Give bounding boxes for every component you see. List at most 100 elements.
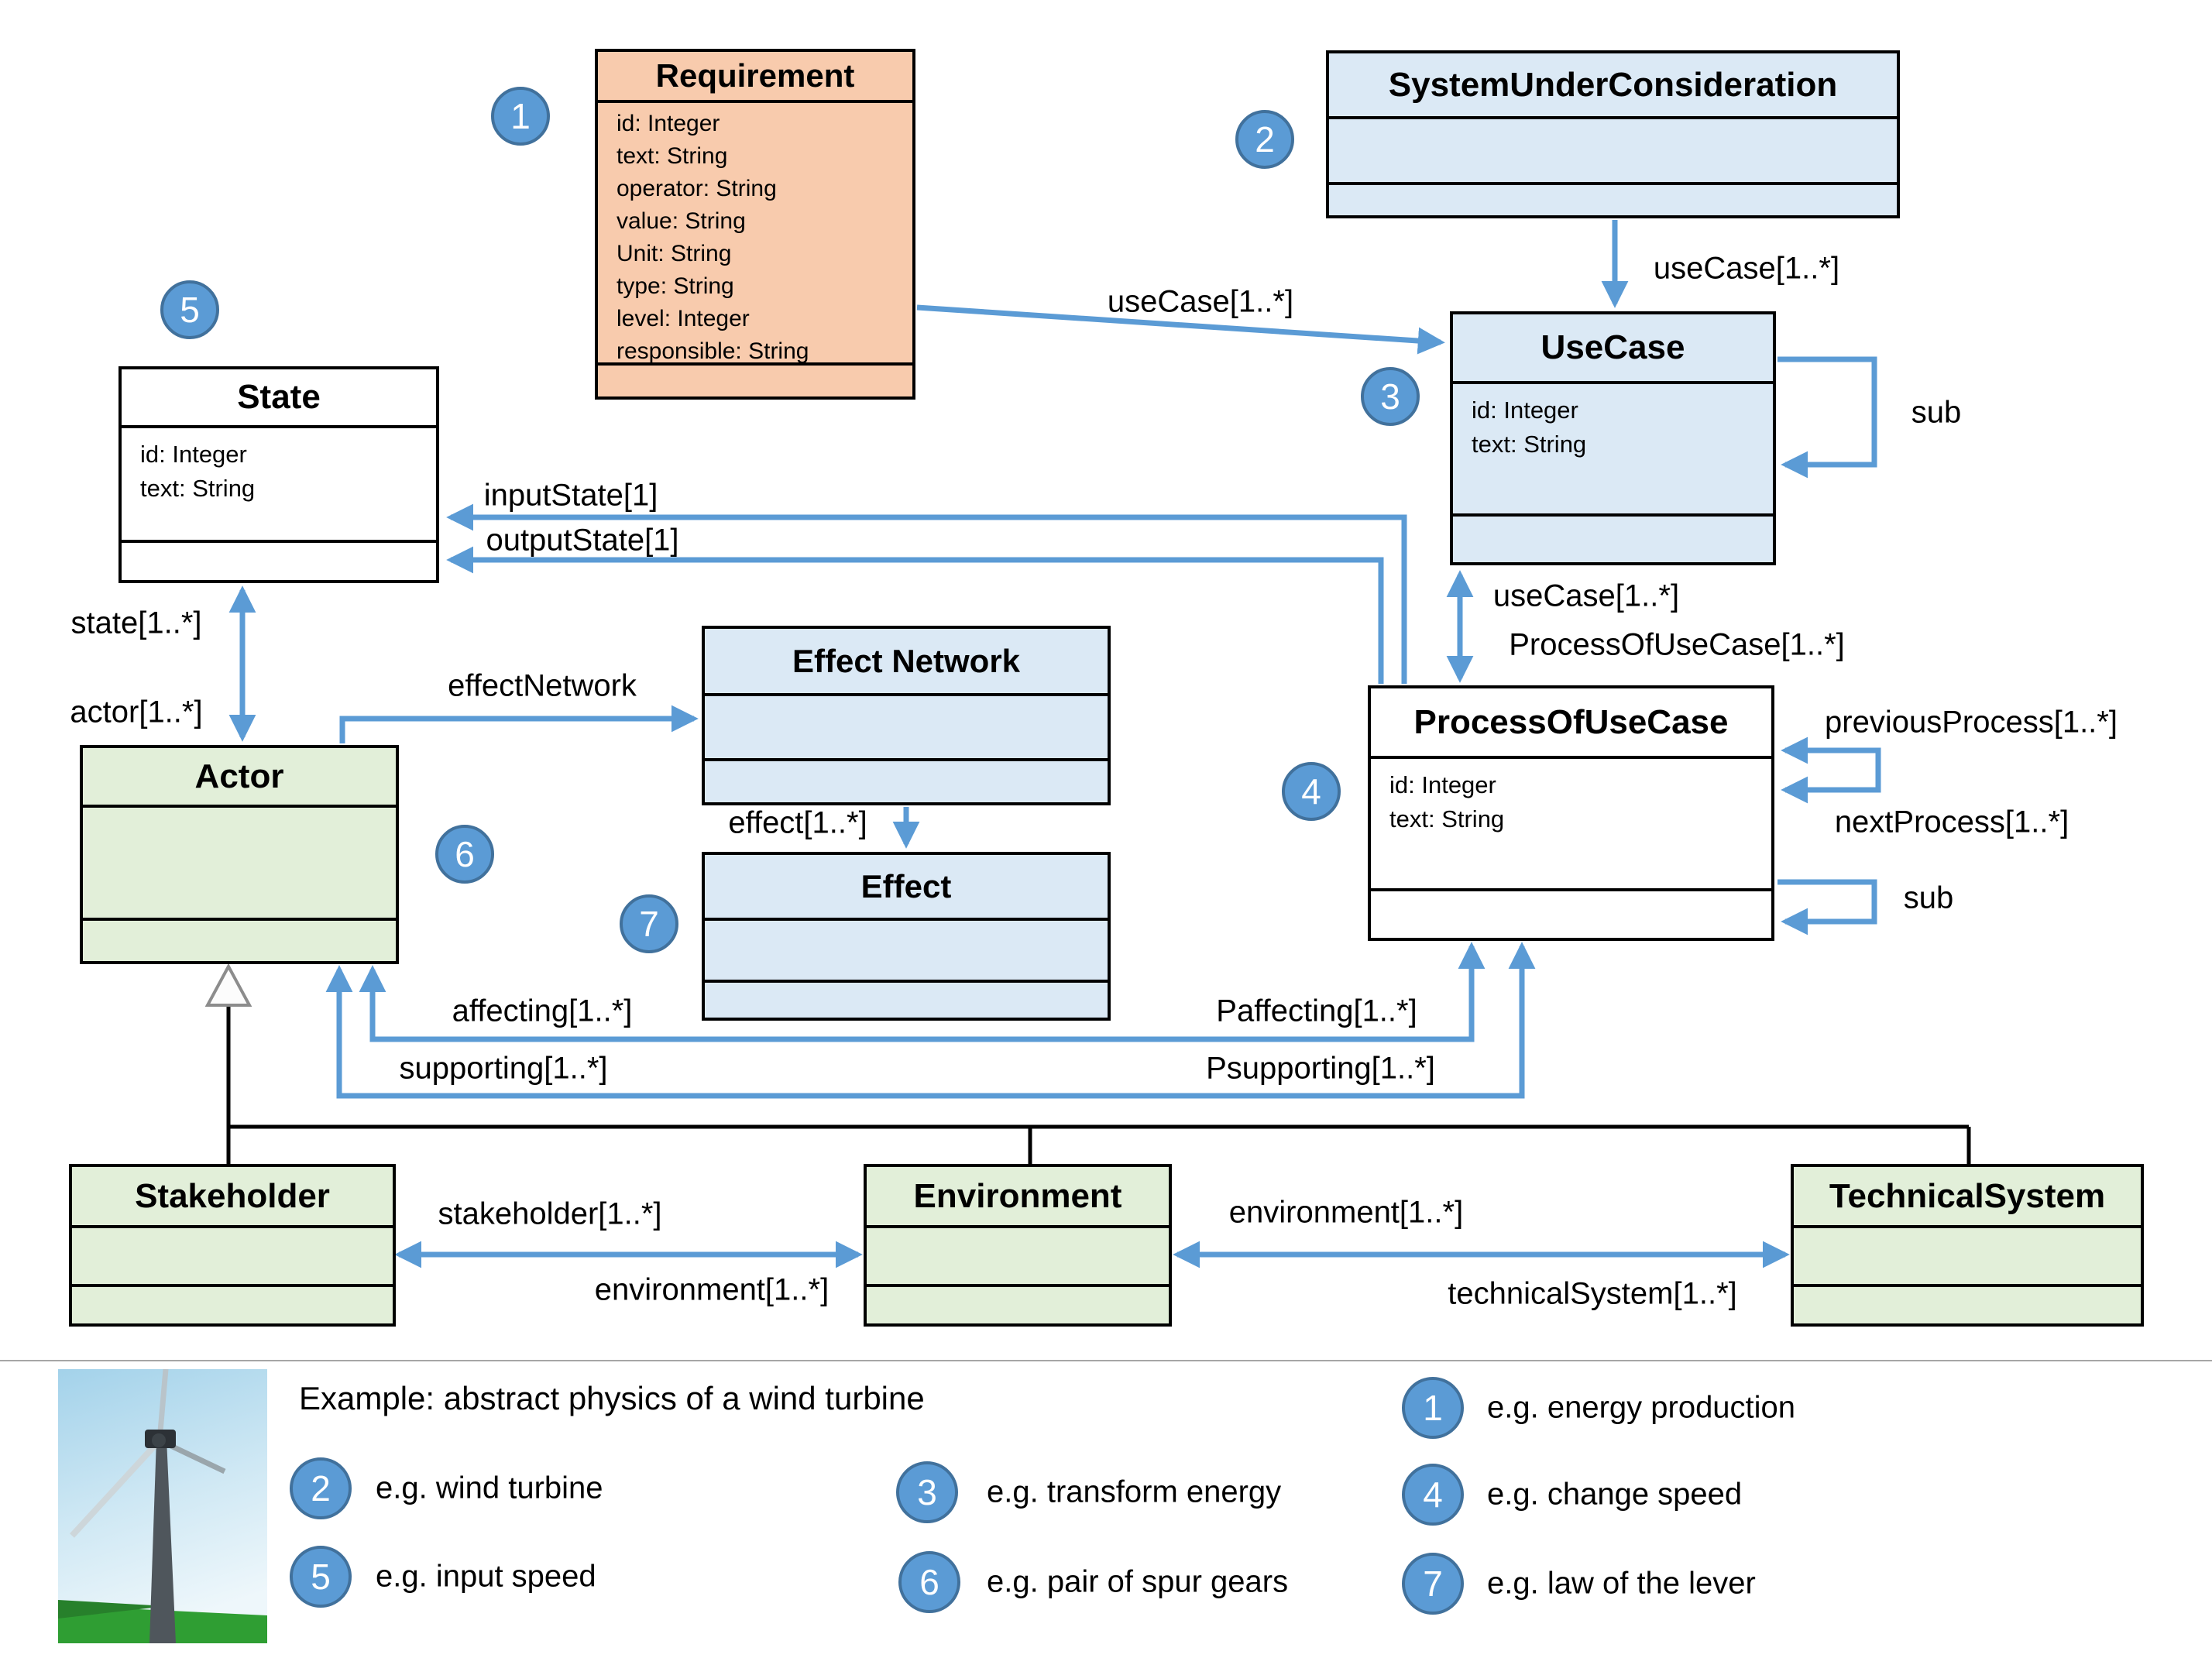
- class-operations: [83, 921, 396, 961]
- legend-title: Example: abstract physics of a wind turb…: [299, 1380, 925, 1416]
- class-title: TechnicalSystem: [1794, 1167, 2141, 1228]
- legend-text-6: e.g. pair of spur gears: [987, 1564, 1289, 1599]
- legend-badge-4: 4: [1402, 1464, 1464, 1526]
- edge-effect-network: [339, 705, 699, 743]
- edge-requirement-usecase: [916, 304, 1445, 355]
- label-p-supporting: Psupporting[1..*]: [1206, 1051, 1435, 1086]
- class-technical-system: TechnicalSystem: [1791, 1164, 2144, 1327]
- class-attributes: [705, 696, 1108, 761]
- class-title: Requirement: [598, 52, 912, 103]
- label-output-state: outputState[1]: [486, 523, 679, 558]
- edge-prev-next-process: [1781, 736, 1881, 804]
- class-attributes: [72, 1228, 393, 1287]
- attribute: id: Integer: [1389, 771, 1496, 798]
- class-title: Effect Network: [705, 629, 1108, 696]
- legend-text-1: e.g. energy production: [1487, 1390, 1796, 1425]
- class-requirement: Requirement id: Integer text: String ope…: [595, 49, 915, 400]
- attribute: responsible: String: [617, 338, 809, 364]
- class-attributes: [1329, 119, 1897, 185]
- attribute: text: String: [140, 475, 256, 502]
- label-usecase-sub: sub: [1911, 395, 1962, 430]
- label-usecase-multiplicity-top: useCase[1..*]: [1653, 251, 1840, 286]
- legend-badge-6: 6: [898, 1551, 960, 1613]
- class-effect: Effect: [702, 852, 1111, 1021]
- class-effect-network: Effect Network: [702, 626, 1111, 805]
- class-attributes: id: Integer text: String: [122, 428, 436, 543]
- label-state-role: state[1..*]: [70, 606, 202, 640]
- attribute: id: Integer: [617, 111, 720, 136]
- legend-badge-1: 1: [1402, 1377, 1464, 1439]
- badge-5: 5: [160, 280, 219, 339]
- class-stakeholder: Stakeholder: [69, 1164, 396, 1327]
- attribute: text: String: [617, 143, 728, 169]
- class-title: ProcessOfUseCase: [1371, 688, 1771, 759]
- class-attributes: [1794, 1228, 2141, 1287]
- label-environment-role-right: environment[1..*]: [1228, 1195, 1464, 1230]
- label-affecting: affecting[1..*]: [452, 994, 633, 1028]
- label-stakeholder-role: stakeholder[1..*]: [438, 1196, 662, 1231]
- class-operations: [867, 1287, 1169, 1323]
- edge-usecase-sub: [1778, 356, 1877, 479]
- label-environment-role-left: environment[1..*]: [594, 1272, 830, 1307]
- generalization-lines: [226, 1005, 1971, 1164]
- class-operations: [705, 983, 1108, 1018]
- label-effect-network-role: effectNetwork: [448, 668, 637, 703]
- class-attributes: [83, 808, 396, 921]
- class-operations: [1371, 891, 1771, 938]
- grass-shadow: [58, 1600, 167, 1619]
- label-pouc-sub: sub: [1903, 880, 1954, 915]
- badge-3: 3: [1361, 367, 1420, 426]
- class-process-of-usecase: ProcessOfUseCase id: Integer text: Strin…: [1368, 685, 1774, 941]
- legend-text-2: e.g. wind turbine: [376, 1471, 603, 1505]
- edge-pouc-sub: [1778, 879, 1877, 935]
- attribute: operator: String: [617, 176, 777, 201]
- class-operations: [72, 1287, 393, 1323]
- class-system-under-consideration: SystemUnderConsideration: [1326, 50, 1900, 218]
- badge-2: 2: [1235, 110, 1294, 169]
- label-usecase-multiplicity-bottom: useCase[1..*]: [1492, 578, 1680, 613]
- legend-divider: [0, 1360, 2212, 1361]
- badge-1: 1: [491, 87, 550, 146]
- class-title: State: [122, 369, 436, 428]
- attribute: Unit: String: [617, 241, 732, 266]
- label-supporting: supporting[1..*]: [399, 1051, 608, 1086]
- class-state: State id: Integer text: String: [118, 366, 439, 583]
- edge-input-state: [446, 503, 1407, 684]
- label-technical-system-role: technicalSystem[1..*]: [1448, 1276, 1737, 1311]
- edge-supporting: [325, 942, 1536, 1099]
- legend-badge-2: 2: [290, 1457, 352, 1519]
- label-actor-role: actor[1..*]: [70, 695, 203, 729]
- badge-4: 4: [1282, 762, 1341, 821]
- legend-badge-7: 7: [1402, 1553, 1464, 1615]
- label-p-affecting: Paffecting[1..*]: [1216, 994, 1417, 1028]
- attribute: level: Integer: [617, 306, 750, 331]
- attribute: type: String: [617, 273, 734, 299]
- class-attributes: id: Integer text: String: [1453, 384, 1773, 517]
- attribute: id: Integer: [140, 441, 247, 468]
- edge-output-state: [446, 546, 1384, 684]
- attribute: text: String: [1472, 431, 1587, 458]
- generalization-triangle-icon: [204, 963, 252, 1007]
- label-next-process: nextProcess[1..*]: [1834, 805, 2069, 839]
- class-actor: Actor: [80, 745, 399, 964]
- class-title: Effect: [705, 855, 1108, 921]
- class-title: Stakeholder: [72, 1167, 393, 1228]
- label-previous-process: previousProcess[1..*]: [1825, 705, 2118, 740]
- class-operations: [598, 366, 912, 396]
- class-operations: [705, 761, 1108, 802]
- class-attributes: [705, 921, 1108, 983]
- class-attributes: [867, 1228, 1169, 1287]
- legend-text-3: e.g. transform energy: [987, 1474, 1282, 1509]
- badge-7: 7: [620, 894, 678, 953]
- attribute: text: String: [1389, 805, 1505, 832]
- class-attributes: id: Integer text: String operator: Strin…: [598, 103, 912, 366]
- legend-text-7: e.g. law of the lever: [1487, 1566, 1756, 1601]
- badge-6: 6: [435, 825, 494, 884]
- label-process-of-usecase-role: ProcessOfUseCase[1..*]: [1509, 627, 1845, 662]
- class-title: Environment: [867, 1167, 1169, 1228]
- edge-affecting: [359, 942, 1486, 1042]
- label-usecase-multiplicity-left: useCase[1..*]: [1107, 284, 1294, 319]
- class-operations: [1794, 1287, 2141, 1323]
